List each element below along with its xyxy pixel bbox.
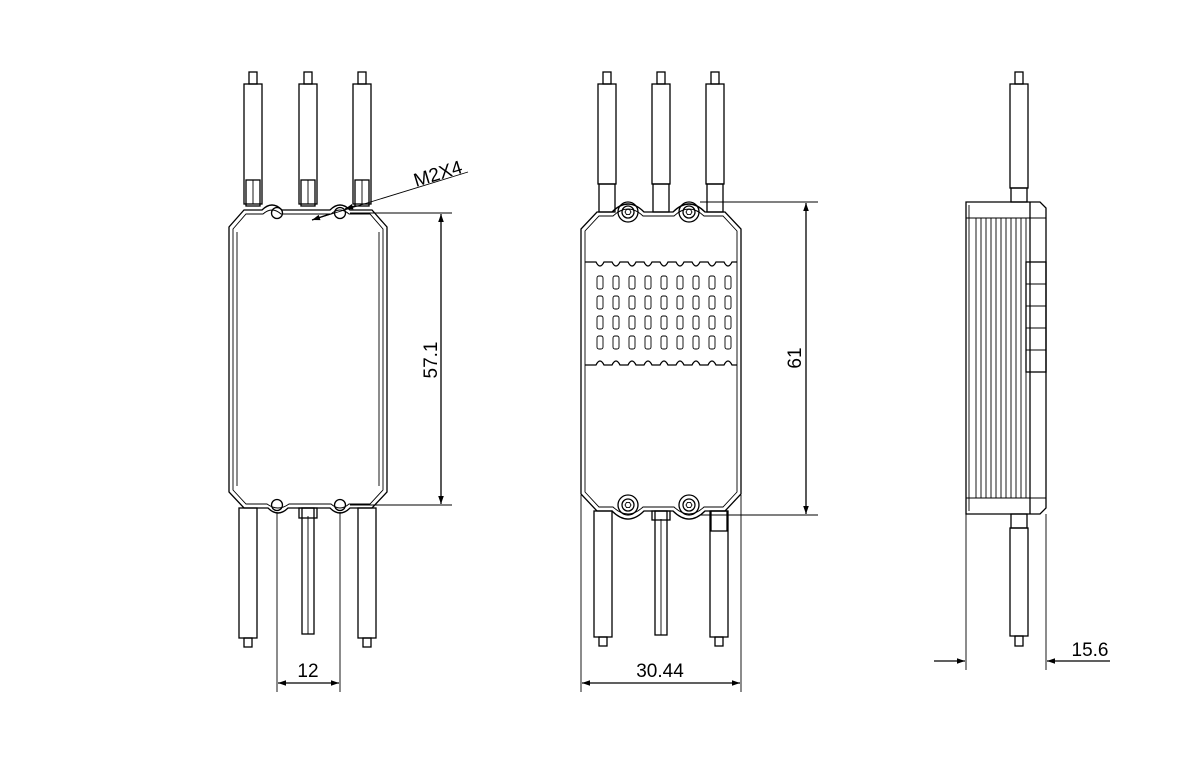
front-bottom-wires <box>238 507 377 648</box>
back-height-dimension: 61 <box>700 201 818 516</box>
side-thickness-dimension: 15.6 <box>934 514 1110 670</box>
side-top-wire <box>1009 71 1029 203</box>
back-top-wires <box>597 71 725 213</box>
side-view: 15.6 <box>934 71 1110 670</box>
front-height-label: 57.1 <box>421 342 442 379</box>
front-top-wires <box>243 71 372 207</box>
back-width-dimension: 30.44 <box>580 495 742 692</box>
side-thickness-label: 15.6 <box>1072 640 1109 661</box>
front-hole-spacing-label: 12 <box>297 661 318 682</box>
front-body <box>228 204 388 514</box>
back-view: 61 30.44 <box>580 71 818 692</box>
front-height-dimension: 57.1 <box>350 212 452 506</box>
front-view: M2X4 57.1 12 <box>228 71 469 692</box>
back-width-label: 30.44 <box>636 661 684 682</box>
back-height-label: 61 <box>785 347 806 368</box>
screw-spec-label: M2X4 <box>411 157 465 192</box>
heatsink-slots <box>596 275 732 350</box>
back-body <box>580 201 742 520</box>
side-body <box>965 201 1047 515</box>
front-hole-spacing-dimension: 12 <box>276 512 341 692</box>
side-bottom-wire <box>1009 513 1029 647</box>
back-bottom-wires <box>593 510 729 647</box>
